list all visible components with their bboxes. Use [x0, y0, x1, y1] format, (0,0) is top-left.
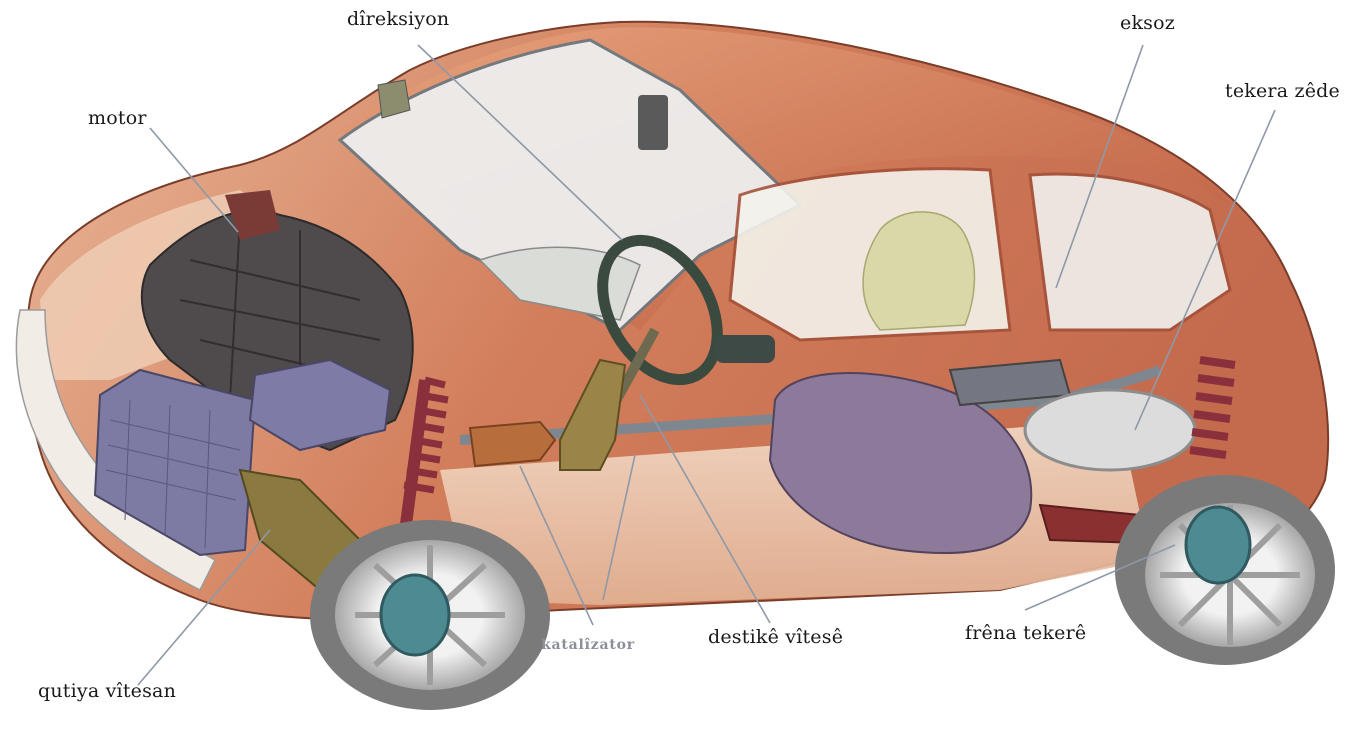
label-steering: dîreksiyon [347, 8, 449, 30]
rear-brake-hub [1186, 507, 1250, 583]
label-spare-wheel: tekera zêde [1225, 80, 1340, 102]
front-brake-hub [381, 575, 449, 655]
label-exhaust: eksoz [1120, 12, 1175, 34]
label-gearbox: qutiya vîtesan [38, 680, 176, 702]
label-engine: motor [88, 107, 147, 129]
label-catalytic-converter: katalîzator [541, 637, 635, 653]
label-gear-lever: destikê vîtesê [708, 626, 843, 648]
seat [863, 212, 974, 330]
front-wheel [310, 520, 550, 710]
gear-lever-body [715, 335, 775, 363]
mirror [638, 95, 668, 150]
label-wheel-brake: frêna tekerê [965, 622, 1086, 644]
spare-wheel [1025, 390, 1195, 470]
rear-wheel [1115, 475, 1335, 665]
